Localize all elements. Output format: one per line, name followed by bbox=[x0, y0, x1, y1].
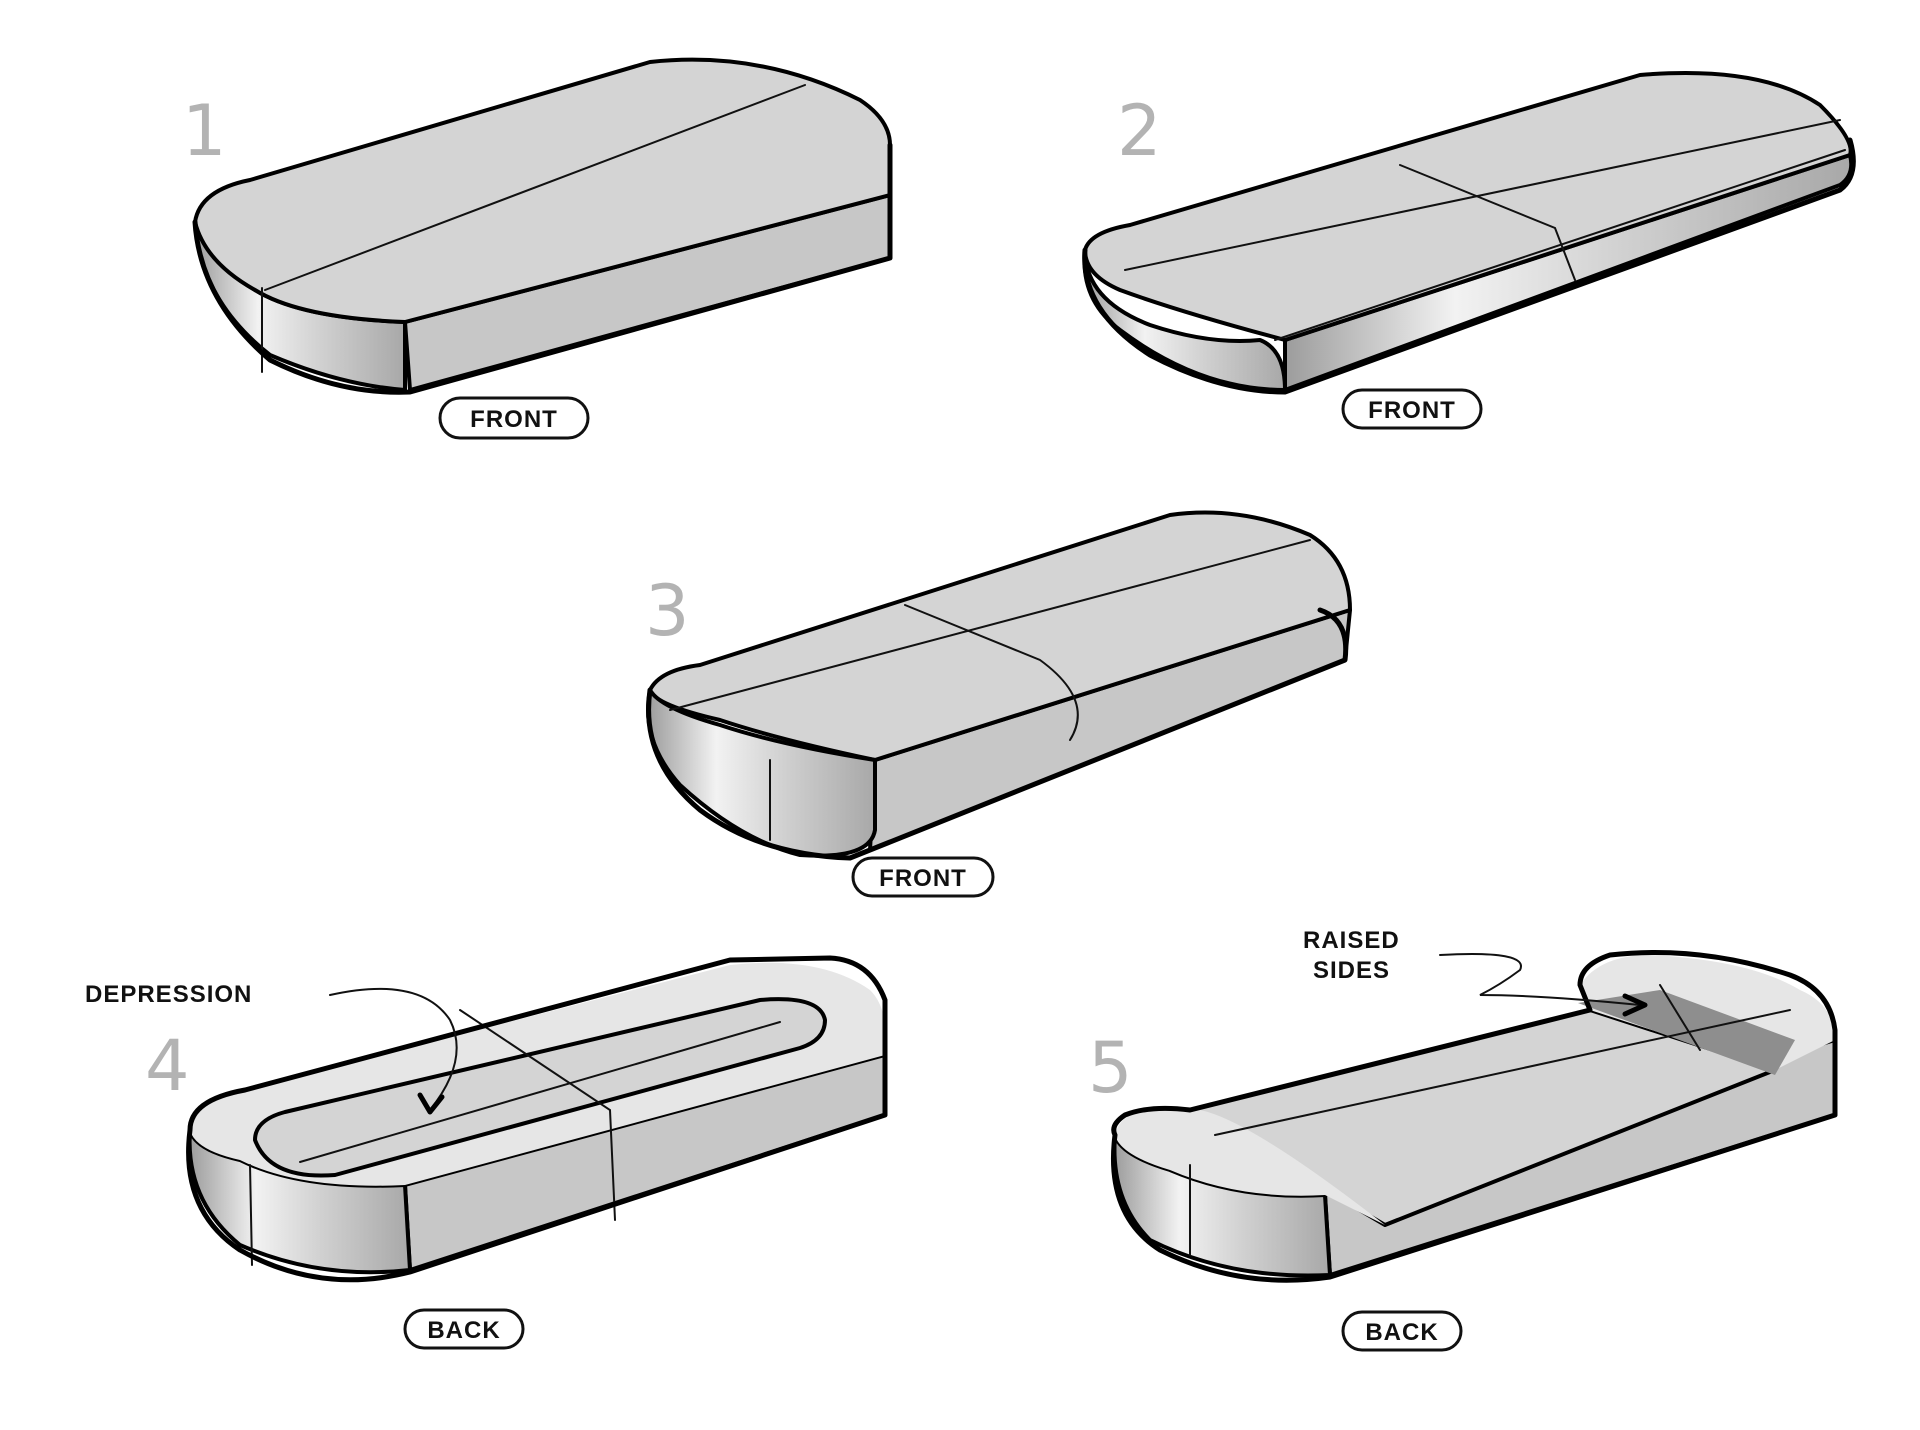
sketch-4: 4 DEPRESSION BACK bbox=[85, 955, 888, 1350]
front-label: FRONT bbox=[1368, 397, 1456, 424]
block-outline bbox=[1082, 137, 1856, 395]
sketch-number: 1 bbox=[182, 90, 227, 172]
block-outline bbox=[646, 607, 1349, 861]
parting-line-long bbox=[669, 539, 1311, 711]
sketch-3: 3 FRONT bbox=[645, 510, 1352, 898]
block-outline bbox=[192, 142, 893, 395]
parting-line-long bbox=[299, 1021, 781, 1163]
depression-annotation: DEPRESSION bbox=[85, 981, 252, 1008]
annotation-leader bbox=[329, 987, 458, 1111]
sketch-5: 5 RAISED SIDES BACK bbox=[1088, 927, 1838, 1352]
block-outline bbox=[186, 955, 888, 1283]
block-outline bbox=[1110, 950, 1838, 1283]
highlight-line bbox=[1274, 149, 1846, 341]
block-top-surface bbox=[648, 510, 1352, 762]
sketch-number: 2 bbox=[1117, 90, 1162, 172]
parting-line-long bbox=[1214, 1009, 1791, 1136]
parting-line-long bbox=[1124, 119, 1841, 271]
sketch-2: 2 FRONT bbox=[1082, 71, 1856, 430]
sketch-number: 4 bbox=[145, 1025, 190, 1107]
parting-line-cross bbox=[1659, 984, 1701, 1051]
front-label: FRONT bbox=[470, 406, 558, 433]
annotation-leader bbox=[1439, 953, 1641, 1006]
sketch-number: 5 bbox=[1088, 1027, 1133, 1109]
sketch-number: 3 bbox=[645, 570, 690, 652]
back-label-tag: BACK bbox=[403, 1308, 525, 1350]
raised-sides-annotation-line2: SIDES bbox=[1313, 957, 1390, 984]
front-label-tag: FRONT bbox=[1341, 388, 1483, 430]
front-label-tag: FRONT bbox=[438, 396, 590, 440]
corner-edge bbox=[249, 1164, 253, 1266]
block-end-face bbox=[646, 688, 877, 858]
parting-line-mid bbox=[904, 604, 1079, 741]
raised-side-front bbox=[1115, 1110, 1385, 1225]
front-label-tag: FRONT bbox=[851, 856, 995, 898]
parting-line-mid bbox=[1399, 164, 1576, 281]
block-top-surface bbox=[1083, 71, 1853, 342]
raised-sides-annotation-line1: RAISED bbox=[1303, 927, 1400, 954]
annotation-arrowhead bbox=[1622, 993, 1648, 1017]
parting-line bbox=[264, 84, 806, 291]
back-label: BACK bbox=[427, 1317, 500, 1344]
front-label: FRONT bbox=[879, 865, 967, 892]
block-top-surface bbox=[193, 57, 892, 324]
depression-recess bbox=[253, 997, 827, 1178]
back-label: BACK bbox=[1365, 1319, 1438, 1346]
parting-line-mid bbox=[459, 1009, 616, 1221]
annotation-arrowhead bbox=[417, 1092, 445, 1115]
sketch-1: 1 FRONT bbox=[182, 57, 893, 440]
back-label-tag: BACK bbox=[1341, 1310, 1463, 1352]
